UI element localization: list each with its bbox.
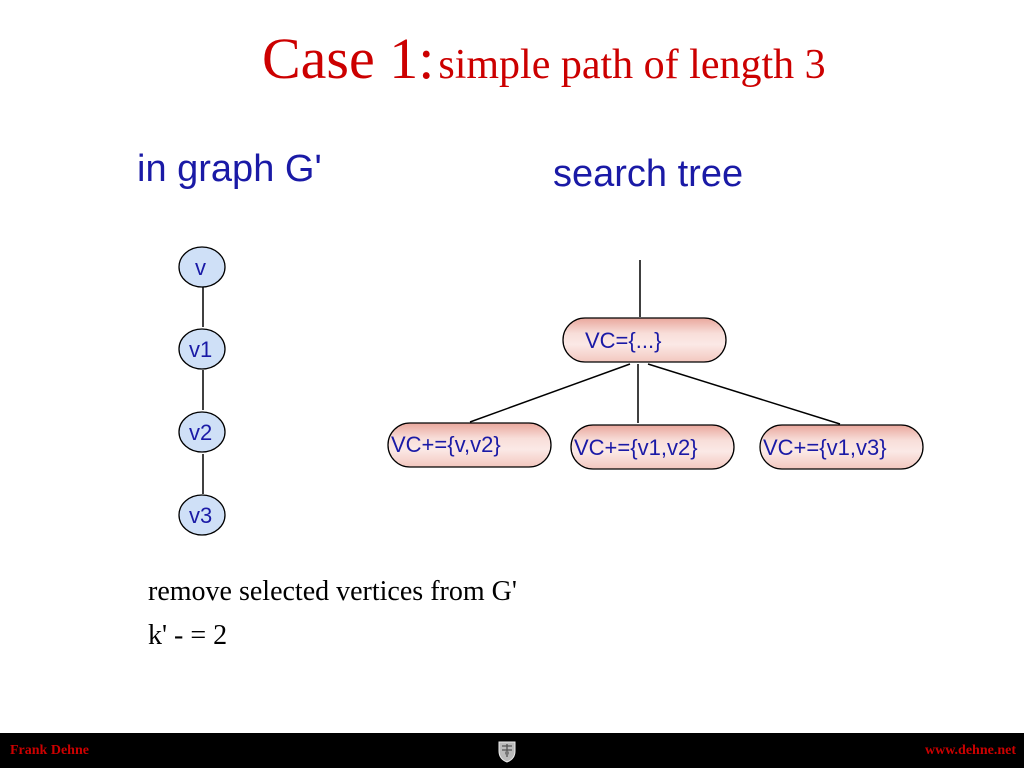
slide-title: Case 1: simple path of length 3 bbox=[262, 30, 826, 88]
tree-heading: search tree bbox=[553, 153, 744, 195]
graph-vertex: v1 bbox=[178, 328, 226, 370]
tree-root-label: VC={...} bbox=[585, 328, 661, 353]
tree-child-label: VC+={v,v2} bbox=[391, 432, 501, 457]
graph-vertex: v bbox=[178, 246, 226, 288]
graph-vertex-label: v3 bbox=[189, 503, 212, 528]
footer-bar: Frank Dehne www.dehne.net bbox=[0, 733, 1024, 768]
graph-vertex: v2 bbox=[178, 411, 226, 453]
title-main: Case 1: bbox=[262, 26, 435, 91]
tree-root-node: VC={...} bbox=[562, 317, 727, 363]
graph-vertex-label: v bbox=[195, 255, 206, 280]
tree-child-node: VC+={v,v2} bbox=[387, 422, 552, 468]
note-line-1: remove selected vertices from G' bbox=[148, 576, 517, 607]
tree-child-node: VC+={v1,v2} bbox=[570, 424, 735, 470]
graph-vertex: v3 bbox=[178, 494, 226, 536]
tree-edge-right bbox=[647, 363, 841, 425]
graph-vertex-label: v2 bbox=[189, 420, 212, 445]
tree-child-node: VC+={v1,v3} bbox=[759, 424, 924, 470]
graph-vertex-label: v1 bbox=[189, 337, 212, 362]
note-line-2: k' - = 2 bbox=[148, 620, 228, 651]
tree-child-label: VC+={v1,v3} bbox=[763, 435, 887, 460]
graph-heading: in graph G' bbox=[137, 148, 322, 190]
tree-child-label: VC+={v1,v2} bbox=[574, 435, 698, 460]
footer-website[interactable]: www.dehne.net bbox=[924, 743, 1016, 758]
tree-edge-left bbox=[469, 363, 631, 423]
title-subtitle: simple path of length 3 bbox=[438, 42, 826, 88]
crest-icon bbox=[498, 741, 516, 763]
footer-author: Frank Dehne bbox=[10, 743, 89, 758]
